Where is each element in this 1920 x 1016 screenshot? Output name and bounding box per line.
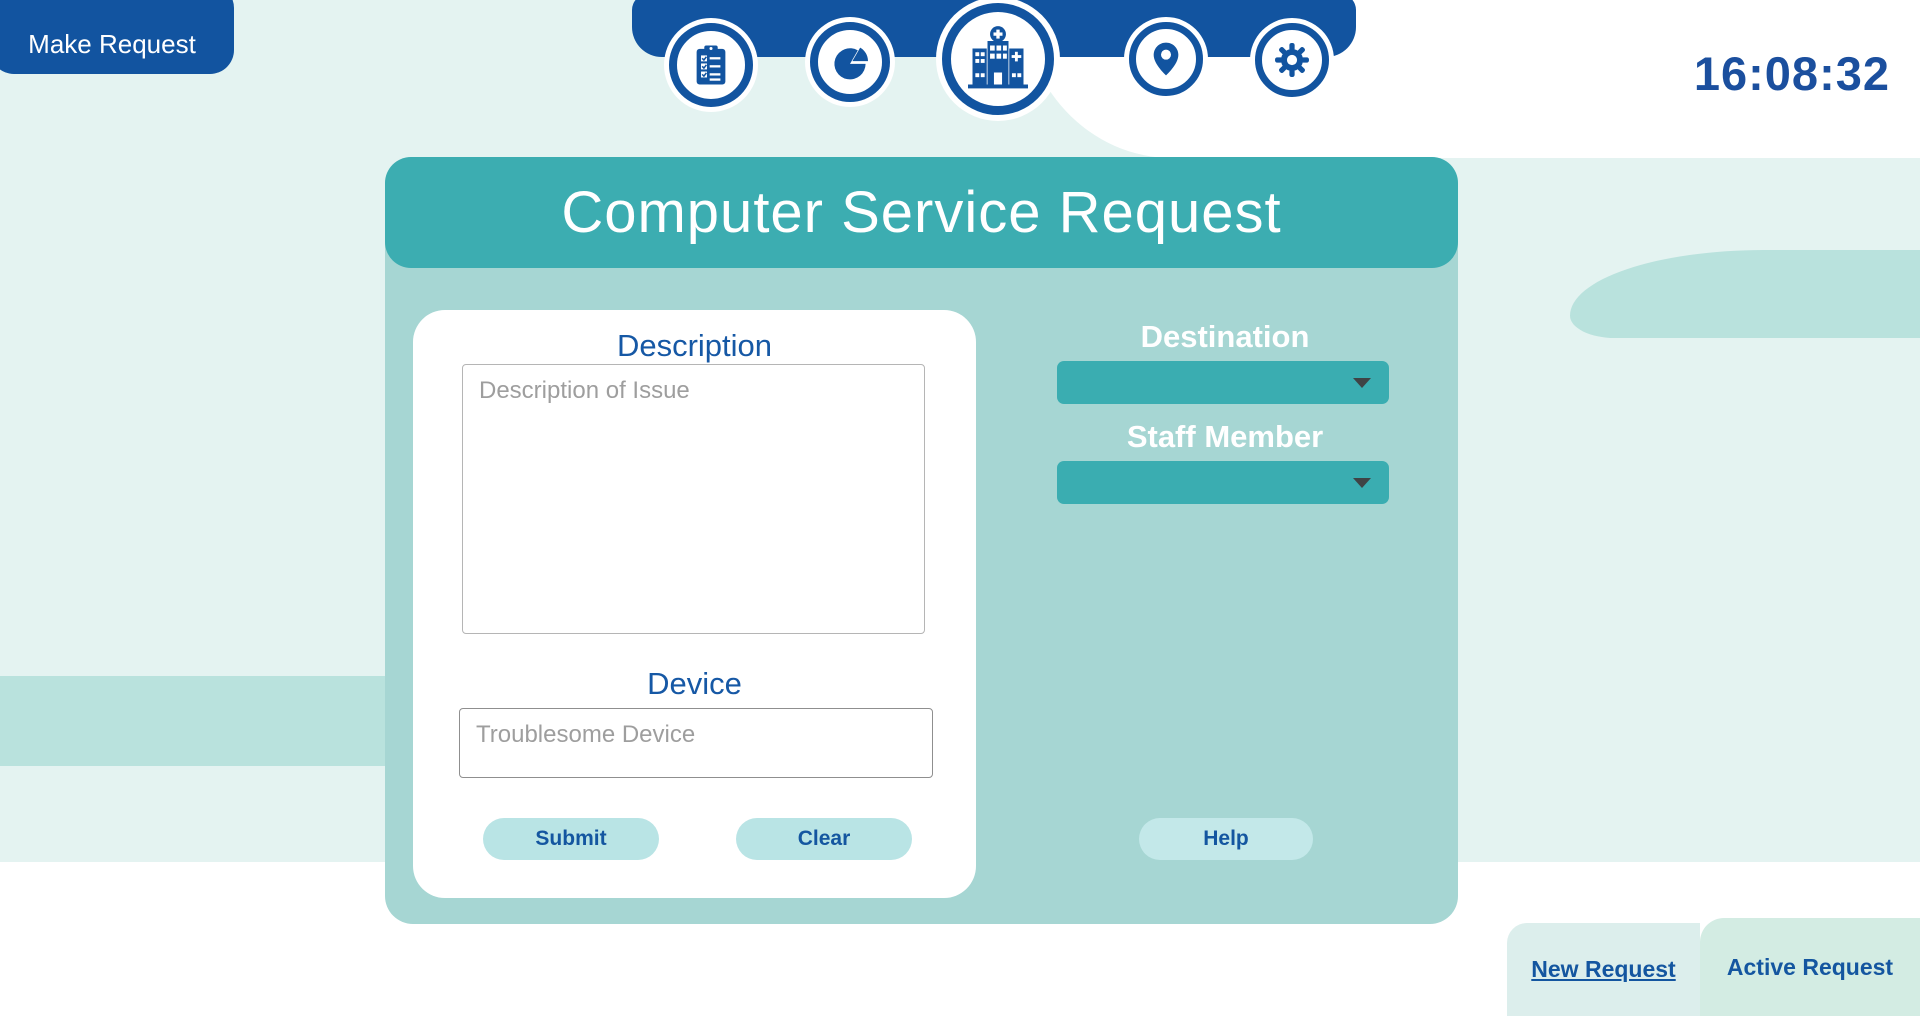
nav-item-requests[interactable] [669,23,753,107]
hospital-building-icon [962,23,1034,95]
location-pin-icon [1146,39,1186,79]
settings-gear-icon [1271,39,1313,81]
tab-new-request[interactable]: New Request [1507,923,1700,1016]
description-label: Description [616,328,773,363]
destination-dropdown[interactable] [1057,361,1389,404]
nav-item-locations[interactable] [1129,22,1203,96]
tab-active-request[interactable]: Active Request [1700,918,1920,1016]
staff-member-dropdown[interactable] [1057,461,1389,504]
make-request-label: Make Request [28,29,196,59]
chevron-down-icon [1353,477,1371,488]
clear-button[interactable]: Clear [736,818,912,860]
tab-active-request-label: Active Request [1726,953,1894,980]
help-button[interactable]: Help [1139,818,1313,860]
description-input[interactable] [462,364,925,634]
nav-item-reports[interactable] [810,22,890,102]
device-label: Device [647,666,742,701]
submit-button[interactable]: Submit [483,818,659,860]
chevron-down-icon [1353,377,1371,388]
card-header: Computer Service Request [385,157,1458,268]
page-title: Computer Service Request [561,180,1282,245]
service-request-card: Computer Service Request Description Dev… [385,157,1458,924]
tab-new-request-label: New Request [1531,956,1676,982]
clock-display: 16:08:32 [1693,47,1890,100]
request-form-panel: Description Device Submit Clear [413,310,976,898]
device-input[interactable] [459,708,933,778]
destination-label: Destination [1140,319,1310,354]
nav-item-hospital-home[interactable] [942,3,1054,115]
nav-item-settings[interactable] [1255,23,1329,97]
checklist-clipboard-icon [688,42,734,88]
staff-member-label: Staff Member [1126,419,1324,454]
make-request-button[interactable]: Make Request [0,0,234,74]
pie-chart-icon [828,40,872,84]
